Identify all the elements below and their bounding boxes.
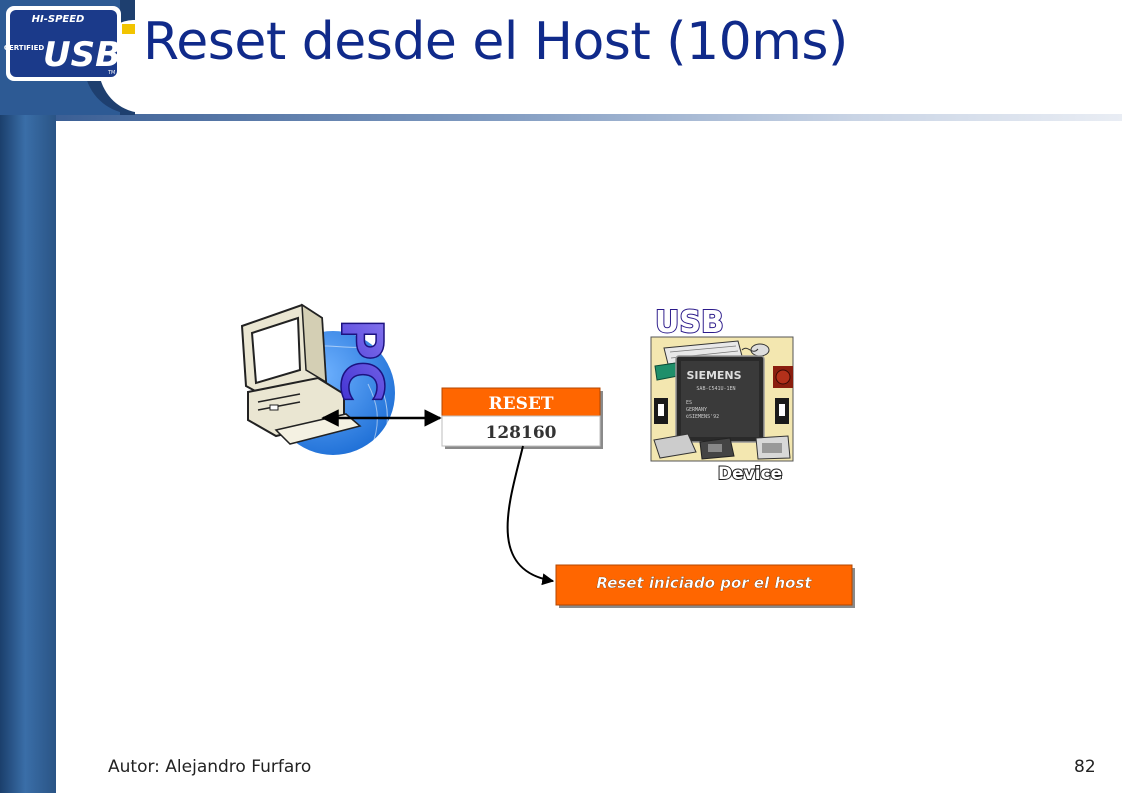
sidebar-band [0,110,56,793]
packet-header: RESET [489,394,554,414]
footer-author: Autor: Alejandro Furfaro [108,757,312,777]
chip-line4: ©SIEMENS'92 [686,414,719,420]
callout-connector [506,445,555,586]
usb-label: USB [655,305,724,340]
usb-device-image: SIEMENS SAB-C541U-1EN ES GERMANY ©SIEMEN… [650,336,794,462]
logo-top-text: HI-SPEED [32,14,85,25]
callout-text: Reset iniciado por el host [596,574,812,592]
logo-main-text: USB [43,35,121,75]
callout-box: Reset iniciado por el host [555,564,855,608]
chip-line2: ES [686,400,692,406]
chip-line3: GERMANY [686,407,707,413]
device-label: Device [718,464,782,484]
logo-side-text: CERTIFIED [4,44,45,52]
packet-box: RESET 128160 [441,387,603,449]
title-underline [56,114,1122,121]
pc-label: PC [328,318,396,403]
packet-value: 128160 [486,423,557,443]
usb-certified-logo: HI-SPEED CERTIFIED USB TM [0,0,135,115]
chip-brand: SIEMENS [686,369,741,382]
logo-tm: TM [107,70,115,76]
chip-line1: SAB-C541U-1EN [696,386,735,392]
page-number: 82 [1074,757,1096,777]
slide-title: Reset desde el Host (10ms) [143,12,848,72]
